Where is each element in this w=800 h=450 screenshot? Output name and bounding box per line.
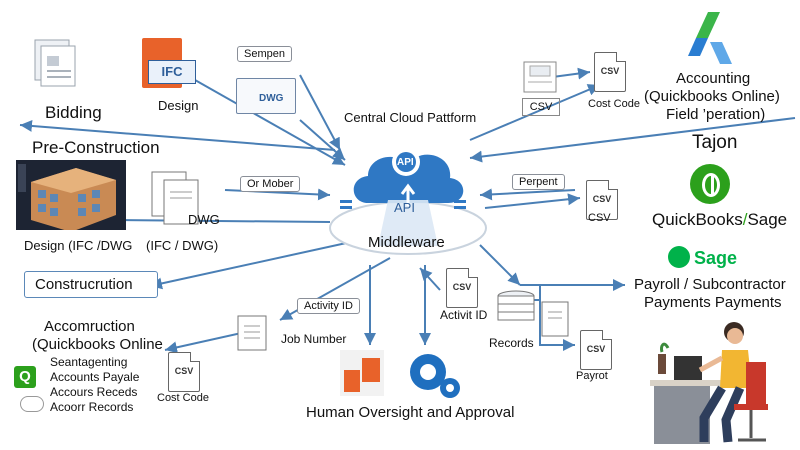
csv-stack-icon [523, 61, 557, 93]
slash-glyph: / [742, 210, 748, 229]
platform-label: Central Cloud Pattform [344, 110, 477, 125]
ifc-file-icon: IFC [142, 38, 196, 88]
payroll-label-1: Payroll / Subcontractor [634, 276, 786, 293]
dwg-mid-label: DWG [188, 212, 220, 227]
dwg-stack-icon [151, 171, 199, 225]
design-ifc-dwg-label: Design (IFC /DWG [24, 238, 133, 253]
gear-icon [410, 354, 460, 398]
accounting-label-1: Accounting [676, 70, 751, 87]
cost-code-left-label: Cost Code [157, 392, 209, 404]
sempen-tag: Sempen [237, 46, 292, 62]
building-model-icon [16, 160, 126, 230]
cloud-api-icon [329, 148, 487, 255]
construction-box: Construcrution [24, 271, 158, 298]
accounting-label-3: Field ’peration) [666, 106, 766, 123]
activity-id-tag: Activity ID [297, 298, 360, 314]
api-mid-label: API [394, 200, 415, 215]
csv-top-right-icon: CSV [594, 52, 626, 92]
records-stack-icon [497, 290, 535, 321]
ifc-badge: IFC [148, 60, 196, 84]
payrot-label: Payrot [576, 370, 608, 382]
quickbooks-logo [690, 164, 730, 204]
approval-icon [340, 350, 384, 396]
middleware-label: Middleware [368, 234, 445, 251]
dwg-top-label: DWG [259, 93, 284, 104]
accounting-app-logo [688, 12, 732, 64]
cost-code-right-label: Cost Code [588, 98, 640, 110]
accom-title-1: Accomruction [44, 318, 135, 335]
accounts-receds-label: Accours Receds [50, 385, 138, 399]
bidding-label: Bidding [45, 103, 102, 122]
job-number-label: Job Number [281, 332, 347, 346]
accounting-label-2: (Quickbooks Online) [644, 88, 780, 105]
sage-word: Sage [747, 210, 788, 229]
csv-file-icon: CSV [168, 352, 200, 392]
preconstruction-label: Pre-Construction [32, 138, 160, 157]
perpent-tag: Perpent [512, 174, 565, 190]
design-label: Design [158, 98, 199, 113]
records-label: Records [489, 336, 534, 350]
sage-logo [668, 246, 690, 268]
csv-top-left-box: CSV [522, 98, 560, 116]
human-oversight-label: Human Oversight and Approval [306, 404, 515, 421]
dwg-file-icon: DWG [236, 78, 296, 114]
csv-mid-icon: CSV [586, 180, 618, 220]
document-icon [237, 315, 267, 351]
payroll-label-2: Payments Payments [644, 294, 782, 311]
person-at-desk-illustration [650, 322, 768, 444]
seantagenting-label: Seantagenting [50, 355, 128, 369]
records-icon [20, 396, 44, 412]
quickbooks-word: QuickBooks [652, 210, 743, 229]
accounts-payable-label: Accounts Payale [50, 370, 140, 384]
activit-id-label: Activit ID [440, 308, 488, 322]
csv-center-icon: CSV [446, 268, 478, 308]
csv-payrot-icon: CSV [580, 330, 612, 370]
tajon-label: Tajon [692, 132, 738, 153]
csv-mid2-label: CSV [588, 212, 611, 224]
accom-title-2: (Quickbooks Online [32, 336, 163, 353]
quickbooks-small-icon: Q [14, 366, 36, 388]
sage-logo-text: Sage [694, 248, 738, 268]
document-icon-right [541, 301, 569, 337]
ifc-dwg-label: (IFC / DWG) [146, 238, 219, 253]
documents-icon [34, 39, 76, 87]
acoorr-records-label: Acoorr Records [50, 400, 134, 414]
quickbooks-sage-label: QuickBooks/Sage [652, 210, 787, 230]
or-mober-tag: Or Mober [240, 176, 301, 192]
api-top-label: API [397, 157, 414, 168]
